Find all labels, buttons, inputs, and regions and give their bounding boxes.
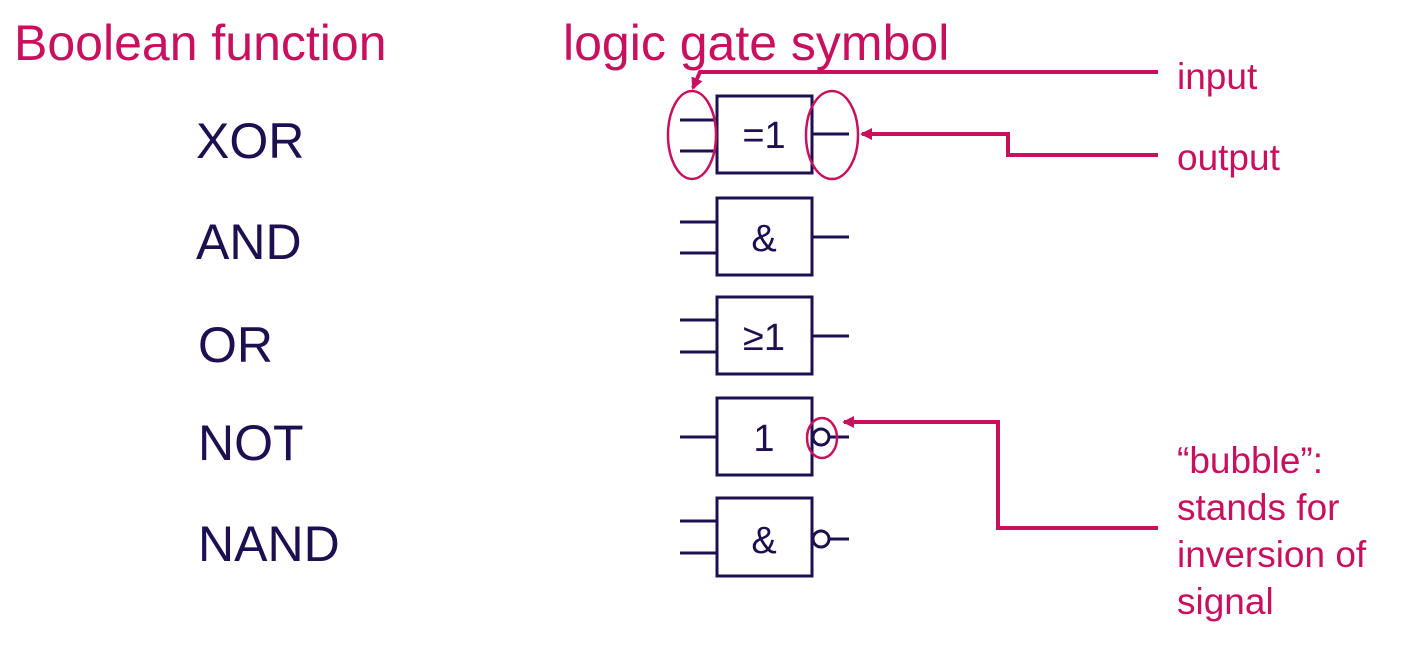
- bubble-annotation-label: “bubble”: stands for inversion of signal: [1177, 440, 1367, 622]
- bubble-annotation-line-1: “bubble”:: [1177, 440, 1323, 481]
- function-name-and: AND: [196, 214, 302, 270]
- nand-gate-label: &: [751, 520, 776, 562]
- output-highlight-ellipse: [804, 89, 860, 181]
- or-gate-label: ≥1: [743, 317, 785, 359]
- input-callout-arrow: [691, 70, 1158, 90]
- input-highlight-ellipse: [666, 89, 718, 181]
- header-boolean-function: Boolean function: [14, 15, 387, 71]
- bubble-annotation-line-3: inversion of: [1177, 534, 1367, 575]
- and-gate-symbol: [680, 196, 849, 277]
- and-gate-label: &: [751, 218, 776, 260]
- bubble-highlight-ellipse: [805, 416, 839, 460]
- nand-bubble: [811, 529, 831, 549]
- function-name-not: NOT: [198, 415, 304, 471]
- bubble-annotation-line-2: stands for: [1177, 487, 1339, 528]
- xor-gate-label: =1: [742, 115, 785, 157]
- not-bubble: [811, 427, 831, 447]
- or-gate-symbol: [680, 295, 849, 376]
- header-logic-gate-symbol: logic gate symbol: [563, 15, 949, 71]
- output-callout-arrow: [860, 128, 1158, 157]
- function-name-xor: XOR: [196, 113, 304, 169]
- not-gate-symbol: [680, 396, 849, 477]
- function-name-nand: NAND: [198, 516, 340, 572]
- not-gate-label: 1: [753, 418, 774, 460]
- input-annotation-label: input: [1177, 56, 1258, 97]
- bubble-annotation-line-4: signal: [1177, 581, 1274, 622]
- function-name-or: OR: [198, 317, 273, 373]
- bubble-callout-arrow: [842, 416, 1158, 530]
- output-annotation-label: output: [1177, 137, 1281, 178]
- nand-gate-symbol: [680, 496, 849, 578]
